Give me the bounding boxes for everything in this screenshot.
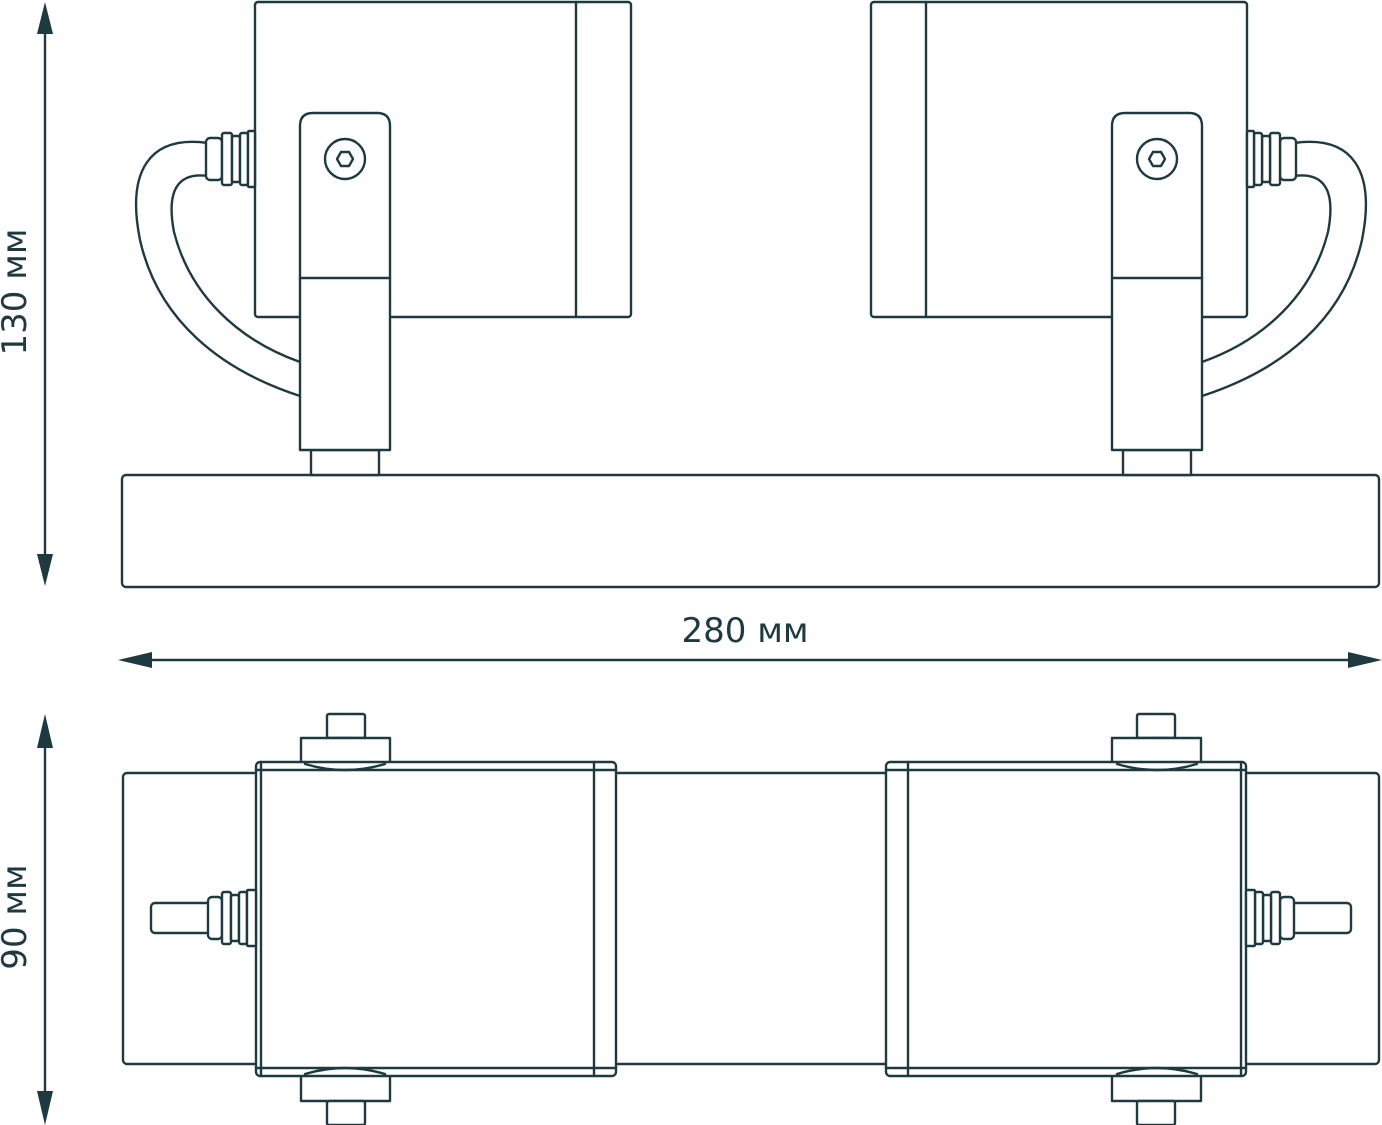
height-arrow-top-icon xyxy=(37,2,53,34)
width-dimension-label: 280 мм xyxy=(681,611,808,651)
front-base-plate xyxy=(120,473,1381,589)
left-cable xyxy=(134,140,302,398)
width-arrow-right-icon xyxy=(1348,652,1382,668)
top-right-spotlight xyxy=(884,712,1353,1125)
left-stem xyxy=(309,448,381,477)
height-arrow-bottom-icon xyxy=(37,554,53,586)
top-left-lamp-housing xyxy=(254,760,618,1078)
left-cable-gland xyxy=(204,129,257,189)
depth-dimension: 90 мм xyxy=(0,714,53,1125)
top-view xyxy=(121,712,1381,1125)
top-left-cable-gland xyxy=(206,888,258,948)
depth-arrow-bottom-icon xyxy=(37,1091,53,1125)
left-cable-inner xyxy=(170,174,302,364)
left-bracket xyxy=(298,111,392,452)
top-left-spotlight xyxy=(149,712,618,1125)
left-hex-screw-icon xyxy=(323,137,367,181)
height-dimension: 130 мм xyxy=(0,2,53,586)
width-arrow-left-icon xyxy=(118,652,152,668)
front-left-spotlight xyxy=(134,0,633,477)
depth-dimension-label: 90 мм xyxy=(0,864,35,969)
front-view xyxy=(120,0,1381,589)
front-right-spotlight xyxy=(869,0,1368,477)
width-dimension: 280 мм xyxy=(118,611,1382,668)
height-dimension-label: 130 мм xyxy=(0,228,35,355)
depth-arrow-top-icon xyxy=(37,714,53,748)
